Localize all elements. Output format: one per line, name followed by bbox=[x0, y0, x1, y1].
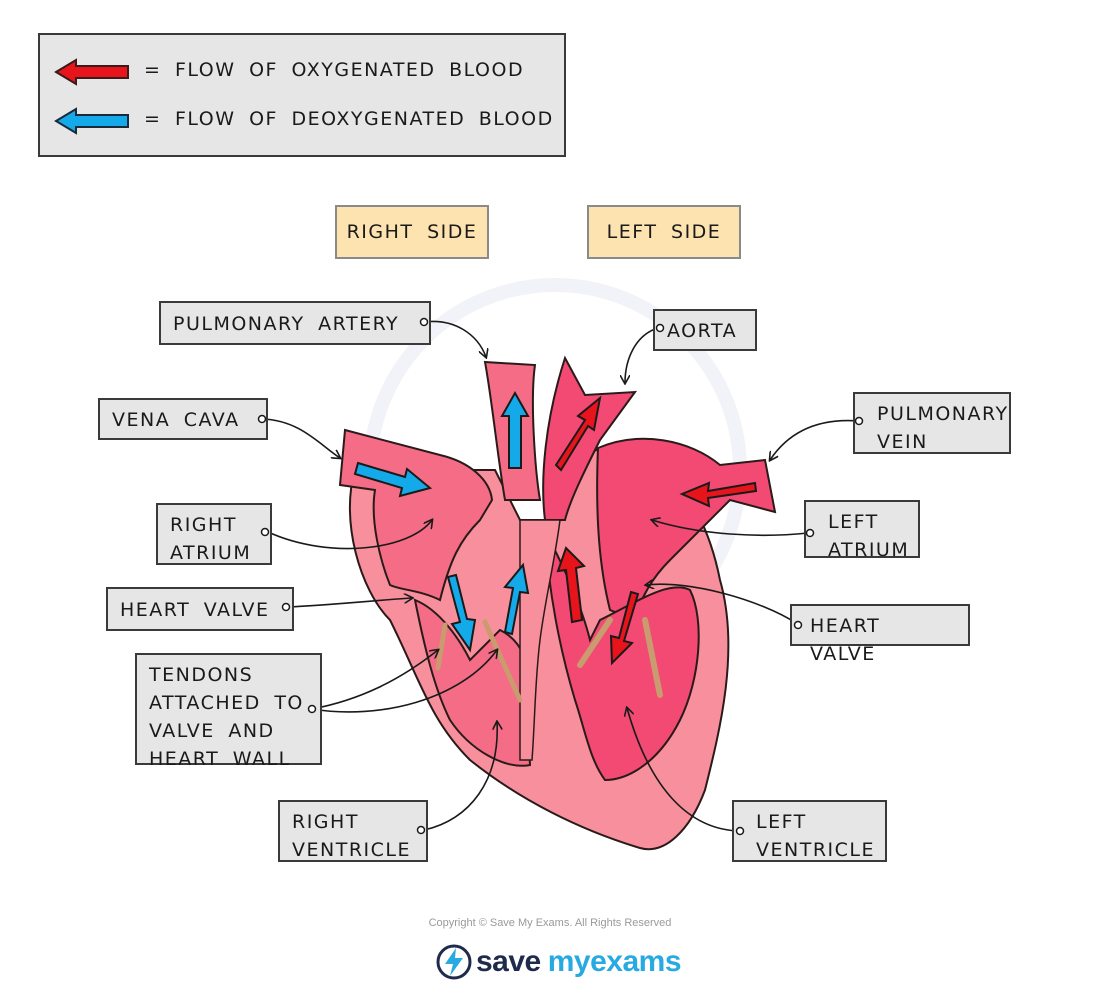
label-aorta: AORTA bbox=[653, 309, 757, 351]
left-ventricle-chamber bbox=[544, 529, 700, 782]
label-heart-valve-left: HEART VALVE bbox=[790, 604, 970, 665]
leader-right-ventricle bbox=[423, 722, 497, 831]
label-heart-valve-right-text: HEART VALVE bbox=[120, 599, 270, 621]
leader-lines bbox=[261, 320, 860, 832]
label-left-ventricle-line2: VENTRICLE bbox=[756, 839, 875, 861]
flow-arrow-pulmonary-artery bbox=[500, 390, 530, 469]
label-pulmonary-vein-line2: VEIN bbox=[877, 431, 928, 453]
brand-word-exams: exams bbox=[590, 945, 682, 978]
left-atrium-wall bbox=[596, 437, 777, 622]
label-right-atrium-line2: ATRIUM bbox=[170, 542, 252, 564]
flow-arrow-pulmonary-vein bbox=[679, 481, 758, 508]
label-left-atrium-line2: ATRIUM bbox=[828, 539, 910, 561]
tendon-left-1 bbox=[577, 617, 613, 668]
label-pulmonary-artery: PULMONARY ARTERY bbox=[159, 301, 431, 345]
bolt-icon bbox=[436, 944, 472, 980]
legend-box: = FLOW OF OXYGENATED BLOOD = FLOW OF DEO… bbox=[38, 33, 566, 157]
label-vena-cava-text: VENA CAVA bbox=[112, 409, 240, 431]
label-pulmonary-artery-text: PULMONARY ARTERY bbox=[173, 313, 400, 335]
flow-arrow-right-ventricle-up bbox=[503, 562, 530, 636]
right-side-header: RIGHT SIDE bbox=[335, 205, 489, 259]
label-tendons-line2: ATTACHED TO bbox=[149, 692, 304, 714]
legend-arrows bbox=[54, 58, 129, 135]
septum bbox=[519, 519, 561, 761]
leader-left-ventricle bbox=[627, 708, 741, 832]
flow-arrow-left-atrium-down bbox=[609, 590, 640, 666]
label-pulmonary-vein-line1: PULMONARY bbox=[877, 403, 1009, 425]
label-left-atrium-line1: LEFT bbox=[828, 511, 879, 533]
flow-arrow-vena-cava bbox=[353, 461, 433, 498]
label-aorta-text: AORTA bbox=[667, 320, 738, 342]
legend-oxygenated-label: = FLOW OF OXYGENATED BLOOD bbox=[144, 59, 525, 81]
leader-aorta bbox=[625, 327, 659, 383]
flow-arrow-aorta bbox=[554, 395, 602, 472]
label-tendons-line3: VALVE AND bbox=[149, 720, 275, 742]
brand-word-my: my bbox=[547, 945, 591, 978]
tendon-right-2 bbox=[482, 619, 523, 703]
legend-deoxygenated-label: = FLOW OF DEOXYGENATED BLOOD bbox=[144, 108, 554, 130]
leader-left-atrium bbox=[652, 520, 809, 537]
left-side-header: LEFT SIDE bbox=[587, 205, 741, 259]
label-heart-valve-left-text: HEART VALVE bbox=[810, 615, 881, 665]
label-left-ventricle-line1: LEFT bbox=[756, 811, 807, 833]
label-right-atrium: RIGHT ATRIUM bbox=[156, 503, 272, 565]
tendon-right-1 bbox=[435, 622, 448, 671]
label-right-ventricle-line2: VENTRICLE bbox=[292, 839, 411, 861]
flow-arrow-left-ventricle-up bbox=[556, 546, 586, 624]
label-left-atrium: LEFT ATRIUM bbox=[804, 500, 920, 561]
label-heart-valve-right: HEART VALVE bbox=[106, 587, 294, 631]
label-tendons-line4: HEART WALL bbox=[149, 748, 291, 770]
leader-tendons-2 bbox=[311, 650, 497, 713]
legend-deoxygenated-arrow bbox=[54, 107, 129, 135]
label-tendons: TENDONS ATTACHED TO VALVE AND HEART WALL bbox=[135, 653, 322, 770]
label-right-ventricle: RIGHT VENTRICLE bbox=[278, 800, 428, 862]
leader-pulmonary-artery bbox=[423, 320, 486, 357]
label-vena-cava: VENA CAVA bbox=[98, 398, 268, 440]
brand-word-save: save bbox=[476, 945, 541, 978]
copyright-text: Copyright © Save My Exams. All Rights Re… bbox=[428, 917, 672, 929]
label-left-ventricle: LEFT VENTRICLE bbox=[732, 800, 887, 862]
tendon-left-2 bbox=[642, 617, 663, 698]
leader-heart-valve-left bbox=[646, 584, 797, 624]
leader-heart-valve-right bbox=[287, 598, 412, 608]
leader-tendons-1 bbox=[311, 650, 438, 710]
label-pulmonary-vein: PULMONARY VEIN bbox=[853, 392, 1011, 454]
legend-oxygenated-arrow bbox=[54, 58, 129, 86]
label-tendons-line1: TENDONS bbox=[149, 664, 254, 686]
leader-vena-cava bbox=[261, 418, 340, 458]
flow-arrow-right-atrium-down bbox=[446, 573, 477, 653]
leader-pulmonary-vein bbox=[770, 419, 860, 460]
label-right-ventricle-line1: RIGHT bbox=[292, 811, 359, 833]
leader-right-atrium bbox=[267, 520, 432, 550]
label-right-atrium-line1: RIGHT bbox=[170, 514, 237, 536]
